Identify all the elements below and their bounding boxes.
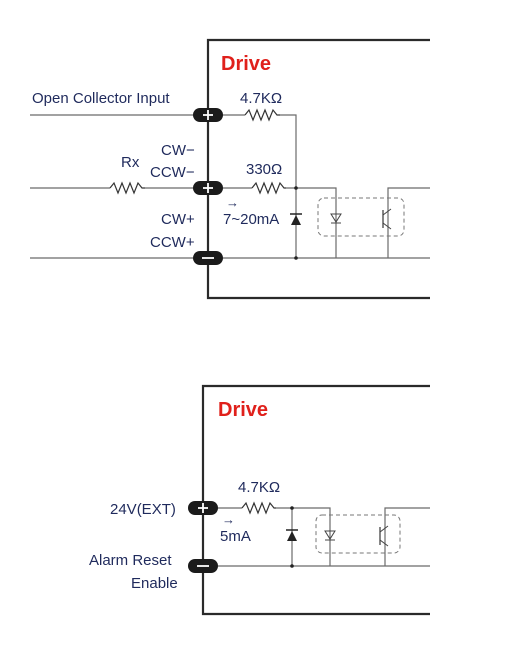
diagram-1: Drive Open Collector Input 4.7KΩ Rx CW− … xyxy=(30,38,430,300)
open-collector-label: Open Collector Input xyxy=(32,90,170,107)
supply-label: 24V(EXT) xyxy=(110,501,176,518)
resistor-icon xyxy=(244,108,280,122)
wire-transistor-2 xyxy=(384,507,430,566)
drive-title-2: Drive xyxy=(218,399,268,421)
current-arrow-1: → xyxy=(226,195,239,210)
diode-icon xyxy=(290,213,302,225)
diode-icon xyxy=(286,529,298,541)
minus-terminal-icon xyxy=(193,251,223,265)
plus-terminal-icon xyxy=(193,181,223,195)
cw-minus-label: CW− xyxy=(161,142,195,159)
wire-r1-out xyxy=(280,114,297,188)
resistor-1-value: 4.7KΩ xyxy=(240,90,282,107)
optocoupler-1 xyxy=(317,197,405,237)
drive-title-1: Drive xyxy=(221,53,271,75)
minus-terminal-icon xyxy=(188,559,218,573)
resistor-3-value: 4.7KΩ xyxy=(238,479,280,496)
optocoupler-2 xyxy=(315,514,401,554)
current-range-label: 7~20mA xyxy=(223,211,279,228)
drive-box-1 xyxy=(206,38,430,300)
led-icon xyxy=(324,530,336,541)
drive-box-2 xyxy=(201,384,430,616)
rx-label: Rx xyxy=(121,154,140,171)
wire-r2-out xyxy=(286,187,337,258)
led-icon xyxy=(330,213,342,224)
resistor-icon xyxy=(251,181,286,195)
resistor-icon xyxy=(109,181,145,195)
wire-transistor xyxy=(387,187,430,258)
alarm-reset-label: Alarm Reset xyxy=(89,552,172,569)
plus-terminal-icon xyxy=(193,108,223,122)
ccw-plus-label: CCW+ xyxy=(150,234,195,251)
cw-plus-label: CW+ xyxy=(161,211,195,228)
enable-label: Enable xyxy=(131,575,178,592)
ccw-minus-label: CCW− xyxy=(150,164,195,181)
current-arrow-2: → xyxy=(222,512,235,527)
plus-terminal-icon xyxy=(188,501,218,515)
phototransistor-icon xyxy=(379,525,389,547)
phototransistor-icon xyxy=(382,208,392,230)
resistor-2-value: 330Ω xyxy=(246,161,282,178)
current-value-label: 5mA xyxy=(220,528,251,545)
diagram-2: Drive 4.7KΩ 24V(EXT) → 5mA Alarm Reset E… xyxy=(89,384,430,616)
resistor-icon xyxy=(241,501,276,515)
wire-r3-out xyxy=(276,507,331,566)
